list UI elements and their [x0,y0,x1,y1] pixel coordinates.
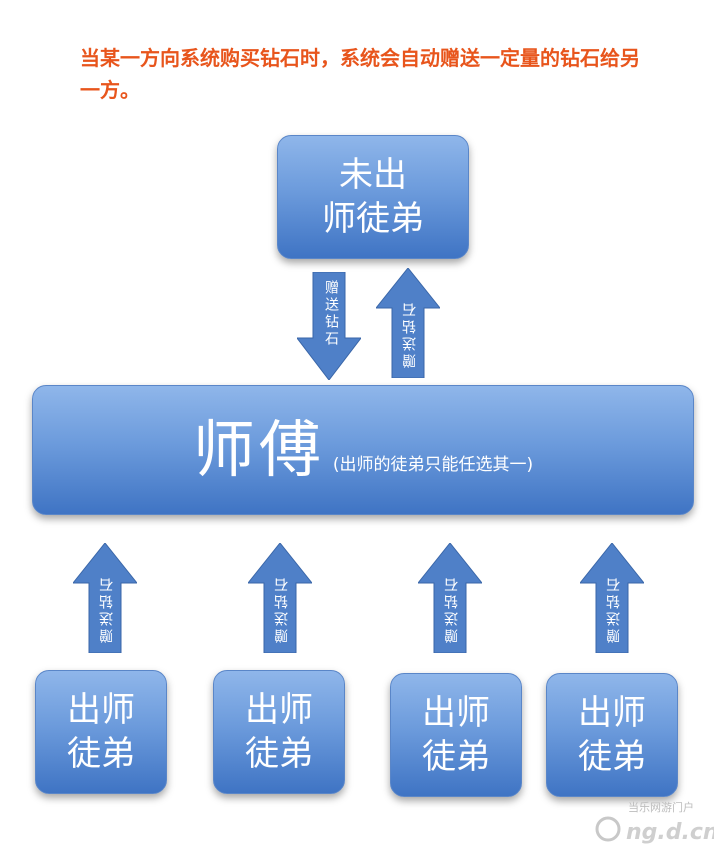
up-arrow-icon: 赠送钻石 [418,543,482,653]
up-arrow-label: 赠送钻石 [274,575,290,643]
watermark-bottom-text: ng.d.cn [626,820,714,845]
mentor-title: 师傅 [192,413,325,486]
up-arrow-label: 赠送钻石 [99,575,115,643]
graduated-apprentice-line2: 徒弟 [245,734,313,774]
down-arrow-label: 赠送钻石 [323,280,339,348]
graduated-apprentice-line1: 出师 [245,690,313,730]
graduated-apprentice-line1: 出师 [578,693,646,733]
mentor-box: 师傅 (出师的徒弟只能任选其一) [32,385,694,515]
up-arrow-icon: 赠送钻石 [73,543,137,653]
mentor-note: (出师的徒弟只能任选其一) [332,454,534,475]
up-arrow-label: 赠送钻石 [402,300,418,368]
up-arrow-icon: 赠送钻石 [580,543,644,653]
up-arrow-icon: 赠送钻石 [376,268,440,378]
up-arrow-icon: 赠送钻石 [248,543,312,653]
caption-text: 当某一方向系统购买钻石时，系统会自动赠送一定量的钻石给另一方。 [80,46,640,102]
down-arrow-icon: 赠送钻石 [297,272,361,380]
graduated-apprentice-line2: 徒弟 [578,737,646,777]
graduated-apprentice-line1: 出师 [67,690,135,730]
graduated-apprentice-box: 出师 徒弟 [35,670,167,794]
unfinished-apprentice-line1: 未出 [339,155,407,195]
graduated-apprentice-box: 出师 徒弟 [546,673,678,797]
graduated-apprentice-line2: 徒弟 [422,737,490,777]
up-arrow-label: 赠送钻石 [444,575,460,643]
unfinished-apprentice-box: 未出 师徒弟 [277,135,469,259]
graduated-apprentice-box: 出师 徒弟 [213,670,345,794]
graduated-apprentice-line1: 出师 [422,693,490,733]
graduated-apprentice-box: 出师 徒弟 [390,673,522,797]
watermark-top-text: 当乐网游门户 [628,800,694,814]
unfinished-apprentice-line2: 师徒弟 [322,199,424,239]
graduated-apprentice-line2: 徒弟 [67,734,135,774]
up-arrow-label: 赠送钻石 [606,575,622,643]
site-watermark: 当乐网游门户 ng.d.cn [594,795,719,851]
